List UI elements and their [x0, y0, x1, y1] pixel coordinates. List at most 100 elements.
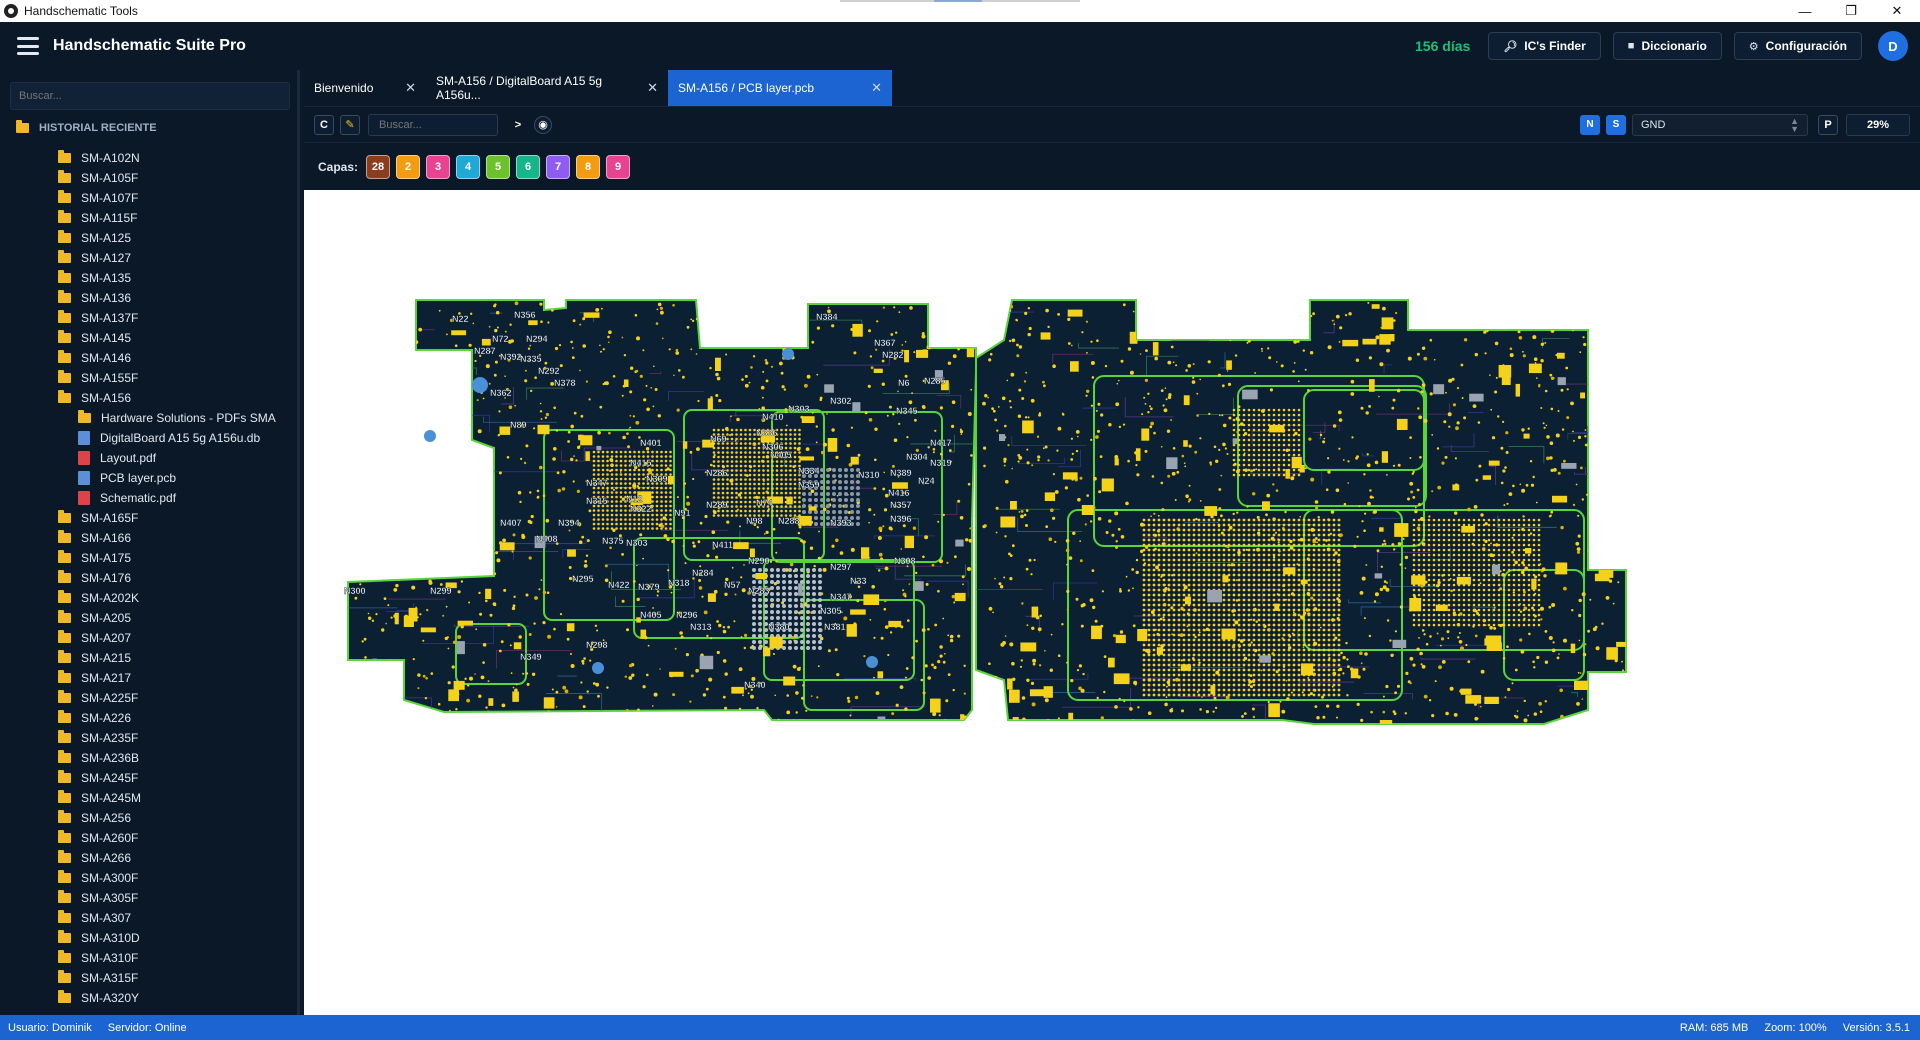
user-avatar[interactable]: D	[1878, 31, 1908, 61]
layer-button-28[interactable]: 28	[366, 154, 391, 179]
minimize-button[interactable]: —	[1798, 3, 1812, 19]
tree-folder-item[interactable]: SM-A135	[0, 268, 296, 288]
tree-folder-item[interactable]: SM-A307	[0, 908, 296, 928]
close-tab-icon[interactable]: ✕	[871, 80, 882, 95]
tree-folder-item[interactable]: Hardware Solutions - PDFs SMA	[0, 408, 296, 428]
dictionary-button[interactable]: ■ Diccionario	[1612, 32, 1722, 60]
sidebar-search-input[interactable]	[10, 82, 290, 110]
tree-file-item[interactable]: Schematic.pdf	[0, 488, 296, 508]
close-tab-icon[interactable]: ✕	[647, 80, 658, 95]
tree-folder-item[interactable]: SM-A235F	[0, 728, 296, 748]
tree-folder-item[interactable]: SM-A256	[0, 808, 296, 828]
zoom-level[interactable]: 29%	[1846, 113, 1910, 136]
pcb-bga-ball	[818, 568, 822, 572]
tree-folder-item[interactable]: SM-A266	[0, 848, 296, 868]
pcb-bga-ball	[1142, 673, 1146, 677]
tree-folder-item[interactable]: SM-A205	[0, 608, 296, 628]
tree-folder-item[interactable]: SM-A175	[0, 548, 296, 568]
tree-folder-item[interactable]: SM-A155F	[0, 368, 296, 388]
hamburger-menu-icon[interactable]	[17, 37, 39, 55]
tree-file-item[interactable]: DigitalBoard A15 5g A156u.db	[0, 428, 296, 448]
tree-folder-item[interactable]: SM-A145	[0, 328, 296, 348]
tab-2[interactable]: SM-A156 / DigitalBoard A15 5g A156u...✕	[426, 70, 668, 106]
ics-finder-button[interactable]: 🔎︎ IC's Finder	[1488, 32, 1601, 60]
tree-folder-item[interactable]: SM-A226	[0, 708, 296, 728]
layer-button-3[interactable]: 3	[426, 154, 451, 179]
tree-folder-item[interactable]: SM-A305F	[0, 888, 296, 908]
pcb-via	[961, 575, 965, 579]
search-go-button[interactable]: >	[514, 118, 522, 131]
pcb-bga-ball	[1277, 598, 1281, 602]
tree-file-item[interactable]: PCB layer.pcb	[0, 468, 296, 488]
tab-1[interactable]: Bienvenido✕	[304, 70, 426, 106]
tree-folder-item[interactable]: SM-A260F	[0, 828, 296, 848]
tree-folder-item[interactable]: SM-A102N	[0, 148, 296, 168]
tree-folder-item[interactable]: SM-A165F	[0, 508, 296, 528]
layer-button-7[interactable]: 7	[546, 154, 571, 179]
tree-folder-item[interactable]: SM-A320Y	[0, 988, 296, 1008]
tree-folder-item[interactable]: SM-A202K	[0, 588, 296, 608]
pcb-bga-ball	[1277, 548, 1281, 552]
n-toggle-button[interactable]: N	[1580, 114, 1600, 135]
layer-button-4[interactable]: 4	[456, 154, 481, 179]
tree-folder-item[interactable]: SM-A310F	[0, 948, 296, 968]
tree-folder-item[interactable]: SM-A115F	[0, 208, 296, 228]
tree-file-item[interactable]: Layout.pdf	[0, 448, 296, 468]
c-button[interactable]: C	[314, 114, 334, 135]
layer-button-5[interactable]: 5	[486, 154, 511, 179]
pcb-bga-ball	[1242, 518, 1246, 522]
pcb-bga-ball	[601, 464, 605, 467]
pcb-bga-ball	[1292, 673, 1296, 677]
pcb-bga-ball	[1297, 603, 1301, 607]
pcb-bga-ball	[793, 509, 797, 513]
tree-folder-item[interactable]: SM-A217	[0, 668, 296, 688]
pcb-bga-ball	[717, 469, 720, 472]
tree-folder-item[interactable]: SM-A156	[0, 388, 296, 408]
layer-button-6[interactable]: 6	[516, 154, 541, 179]
tree-folder-item[interactable]: SM-A315F	[0, 968, 296, 988]
tree-folder-item[interactable]: SM-A127	[0, 248, 296, 268]
tree-folder-item[interactable]: SM-A300F	[0, 868, 296, 888]
pcb-search-input[interactable]	[368, 113, 498, 136]
pcb-bga-ball	[1192, 653, 1196, 657]
tree-folder-item[interactable]: SM-A176	[0, 568, 296, 588]
settings-button[interactable]: ⚙ Configuración	[1733, 32, 1862, 60]
tree-folder-item[interactable]: SM-A245F	[0, 768, 296, 788]
tab-3[interactable]: SM-A156 / PCB layer.pcb✕	[668, 70, 892, 106]
s-toggle-button[interactable]: S	[1606, 114, 1626, 135]
p-button[interactable]: P	[1818, 114, 1838, 135]
pcb-via	[375, 613, 378, 616]
tree-folder-item[interactable]: SM-A146	[0, 348, 296, 368]
maximize-button[interactable]: ❐	[1845, 3, 1857, 18]
pcb-via	[1264, 311, 1268, 315]
tree-folder-item[interactable]: SM-A107F	[0, 188, 296, 208]
pcb-via	[1452, 403, 1456, 407]
tree-folder-item[interactable]: SM-A236B	[0, 748, 296, 768]
tree-folder-item[interactable]: SM-A245M	[0, 788, 296, 808]
tree-folder-item[interactable]: SM-A125	[0, 228, 296, 248]
layer-button-8[interactable]: 8	[576, 154, 601, 179]
close-tab-icon[interactable]: ✕	[405, 80, 416, 95]
close-window-button[interactable]: ✕	[1891, 3, 1903, 18]
tree-folder-item[interactable]: SM-A136	[0, 288, 296, 308]
pcb-bga-ball	[1212, 538, 1216, 542]
layer-button-2[interactable]: 2	[396, 154, 421, 179]
pcb-bga-ball	[1147, 633, 1151, 637]
pcb-bga-ball	[1217, 678, 1221, 682]
target-icon[interactable]: ◉	[534, 115, 552, 134]
tree-folder-item[interactable]: SM-A207	[0, 628, 296, 648]
tree-folder-item[interactable]: SM-A105F	[0, 168, 296, 188]
tree-folder-item[interactable]: SM-A225F	[0, 688, 296, 708]
pcb-via	[542, 590, 547, 595]
layer-button-9[interactable]: 9	[606, 154, 631, 179]
pcb-bga-ball	[780, 491, 783, 495]
tree-folder-item[interactable]: SM-A166	[0, 528, 296, 548]
pencil-icon[interactable]: ✎	[340, 114, 360, 135]
pcb-via	[1474, 716, 1478, 721]
tree-folder-item[interactable]: SM-A137F	[0, 308, 296, 328]
tree-folder-item[interactable]: SM-A310D	[0, 928, 296, 948]
tree-folder-item[interactable]: SM-A215	[0, 648, 296, 668]
net-select[interactable]: GND ▲▼	[1632, 113, 1808, 136]
